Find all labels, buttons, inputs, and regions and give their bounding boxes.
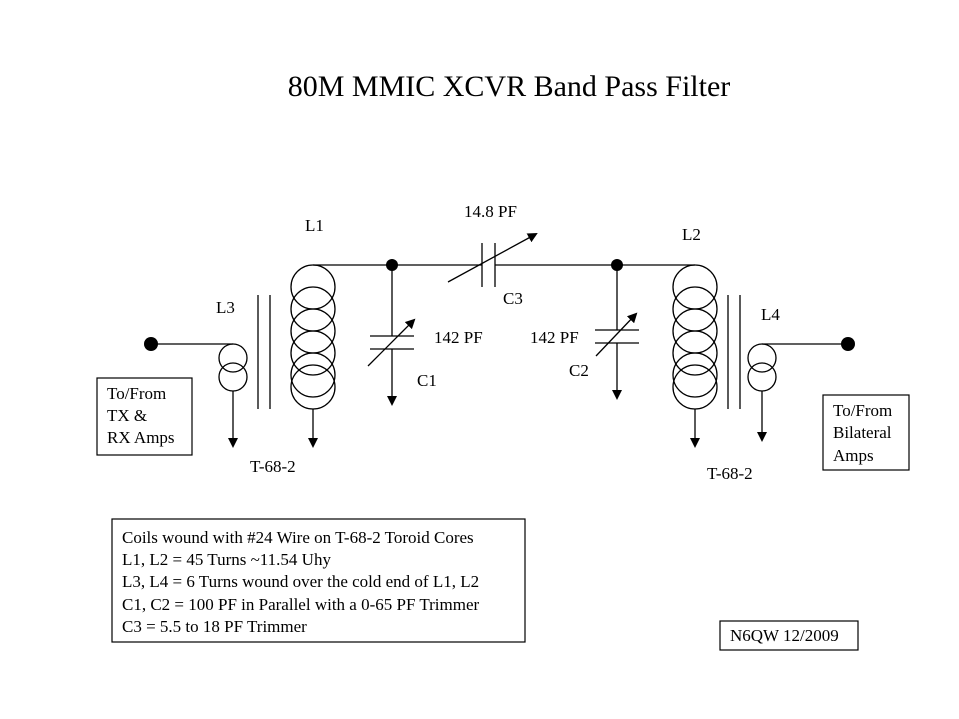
coil-l2 [672, 264, 718, 410]
label-c2-value: 142 PF [530, 328, 579, 347]
label-c1: C1 [417, 371, 437, 390]
note-line-3: L3, L4 = 6 Turns wound over the cold end… [122, 572, 479, 591]
label-c2: C2 [569, 361, 589, 380]
label-c3: C3 [503, 289, 523, 308]
note-line-1: Coils wound with #24 Wire on T-68-2 Toro… [122, 528, 474, 547]
left-port-line-2: TX & [107, 406, 147, 425]
right-port-line-2: Bilateral [833, 423, 892, 442]
label-c1-value: 142 PF [434, 328, 483, 347]
capacitor-c2 [595, 265, 639, 400]
coil-l3 [218, 343, 248, 392]
right-terminal [841, 337, 855, 351]
right-port-line-1: To/From [833, 401, 892, 420]
label-core-right: T-68-2 [707, 464, 753, 483]
left-port-line-3: RX Amps [107, 428, 175, 447]
label-l2: L2 [682, 225, 701, 244]
left-port-line-1: To/From [107, 384, 166, 403]
note-line-5: C3 = 5.5 to 18 PF Trimmer [122, 617, 307, 636]
notes-box: Coils wound with #24 Wire on T-68-2 Toro… [111, 518, 526, 643]
core-left [257, 295, 271, 409]
credit-box: N6QW 12/2009 [719, 620, 859, 651]
label-l4: L4 [761, 305, 780, 324]
label-l1: L1 [305, 216, 324, 235]
right-port-line-3: Amps [833, 446, 874, 465]
coil-l1 [290, 264, 336, 410]
note-line-4: C1, C2 = 100 PF in Parallel with a 0-65 … [122, 595, 480, 614]
capacitor-c1 [367, 265, 416, 406]
core-right [727, 295, 741, 409]
right-port-box: To/From Bilateral Amps [822, 394, 910, 471]
credit-text: N6QW 12/2009 [730, 626, 839, 645]
left-port-box: To/From TX & RX Amps [96, 377, 193, 456]
note-line-2: L1, L2 = 45 Turns ~11.54 Uhy [122, 550, 331, 569]
diagram-title: 80M MMIC XCVR Band Pass Filter [288, 70, 731, 103]
coil-l4 [747, 343, 777, 392]
label-c3-value: 14.8 PF [464, 202, 517, 221]
label-l3: L3 [216, 298, 235, 317]
capacitor-c3 [392, 233, 617, 287]
label-core-left: T-68-2 [250, 457, 296, 476]
